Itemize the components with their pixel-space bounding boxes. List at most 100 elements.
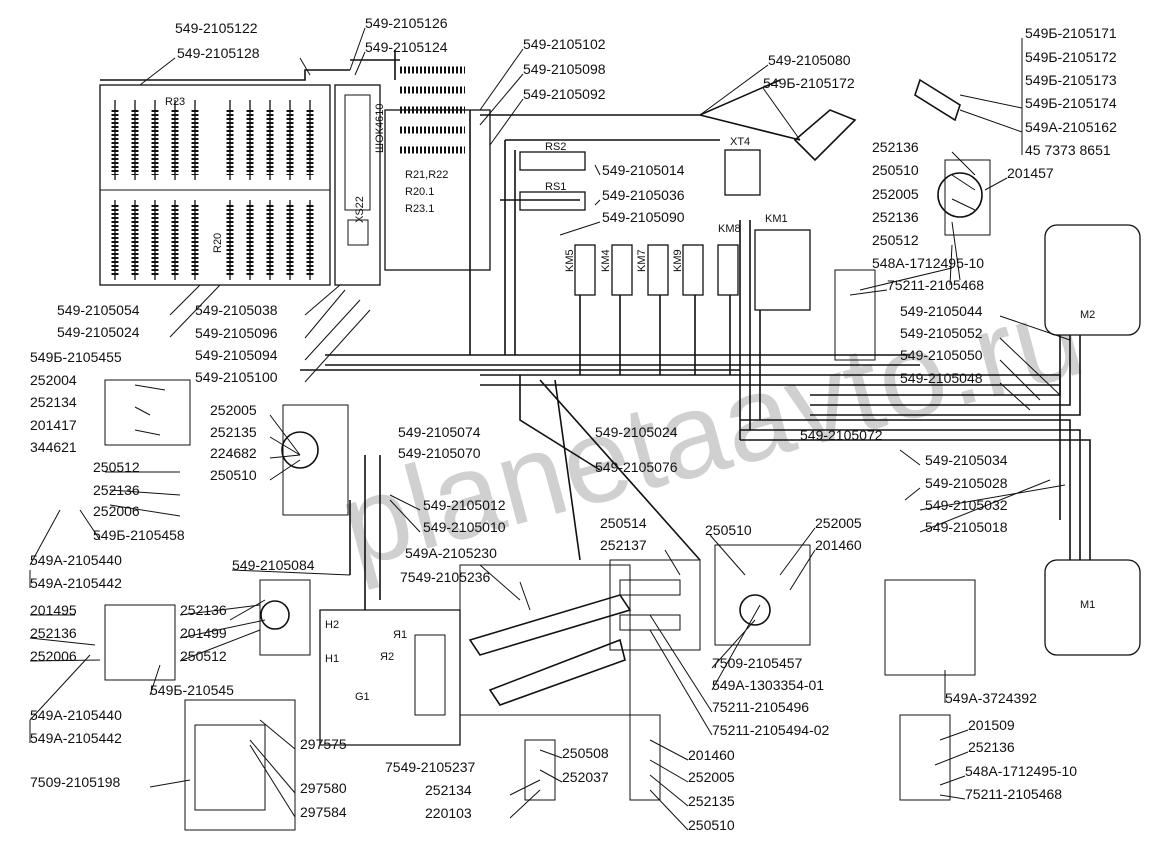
label-km5: KM5	[564, 249, 576, 272]
hardware-icons	[194, 78, 983, 811]
label-g1: G1	[355, 691, 370, 703]
callout: 549А-2105162	[1025, 119, 1117, 135]
callout: 549-2105084	[232, 557, 315, 573]
motor-m2	[1044, 224, 1141, 336]
callout: 549-2105076	[595, 459, 678, 475]
callout: 549-2105126	[365, 15, 448, 31]
callout: 250508	[562, 745, 609, 761]
label-rs1: RS1	[545, 181, 566, 193]
callout: 548А-1712495-10	[872, 255, 984, 271]
shok-block	[334, 84, 381, 286]
callout: 252134	[30, 394, 77, 410]
label-km1: KM1	[765, 213, 788, 225]
callout: 250512	[93, 459, 140, 475]
label-xt4: XT4	[730, 136, 750, 148]
callout: 549-2105094	[195, 347, 278, 363]
callout: 75211-2105468	[887, 277, 984, 293]
callout: 549-2105080	[768, 52, 851, 68]
callout: 549-2105044	[900, 303, 983, 319]
callout: 201417	[30, 417, 77, 433]
callout: 252006	[30, 648, 77, 664]
callout: 549Б-2105172	[763, 75, 855, 91]
callout: 250510	[210, 467, 257, 483]
callout: 549-2105074	[398, 424, 481, 440]
callout: 549Б-2105172	[1025, 49, 1117, 65]
callout: 75211-2105494-02	[712, 722, 830, 738]
callout: 549-2105038	[195, 302, 278, 318]
callout: 549А-2105442	[30, 730, 122, 746]
detail-box-14	[944, 159, 991, 236]
callout: 549-2105032	[925, 497, 1008, 513]
callout: 252005	[872, 186, 919, 202]
callout: 549Б-2105173	[1025, 72, 1117, 88]
callout: 252136	[968, 739, 1015, 755]
contactors	[574, 229, 811, 311]
callout: 549-2105128	[177, 45, 260, 61]
callout: 252135	[688, 793, 735, 809]
callout: 250512	[180, 648, 227, 664]
detail-box-10	[714, 544, 811, 646]
fuse-rs1	[519, 191, 586, 211]
callout: 252004	[30, 372, 77, 388]
callout: 549-2105028	[925, 475, 1008, 491]
callout: 549-2105124	[365, 39, 448, 55]
detail-box-7	[524, 739, 556, 801]
callout: 250510	[688, 817, 735, 833]
detail-box-9	[609, 559, 701, 651]
label-m2: M2	[1080, 309, 1095, 321]
callout: 252136	[872, 139, 919, 155]
callout: 549-2105090	[602, 209, 685, 225]
callout: 252005	[815, 515, 862, 531]
callout: 7509-2105198	[30, 774, 121, 790]
callout: 549Б-2105171	[1025, 25, 1117, 41]
label-km9: KM9	[672, 249, 684, 272]
label-km7: KM7	[636, 249, 648, 272]
callout: 201509	[968, 717, 1015, 733]
callout: 549-2105096	[195, 325, 278, 341]
callout: 549-2105054	[57, 302, 140, 318]
callout: 252037	[562, 769, 609, 785]
callout: 549-2105024	[57, 324, 140, 340]
callout: 549Б-2105458	[93, 527, 185, 543]
generator-g1	[319, 609, 461, 746]
callout: 252005	[688, 769, 735, 785]
callout: 297580	[300, 780, 347, 796]
callout: 7509-2105457	[712, 655, 803, 671]
callout: 45 7373 8651	[1025, 142, 1111, 158]
label-r21: R21,R22	[405, 169, 448, 181]
callout: 252006	[93, 503, 140, 519]
callout: 549-2105100	[195, 369, 278, 385]
callout: 549-2105010	[423, 519, 506, 535]
label-rs2: RS2	[545, 141, 566, 153]
callout: 549-2105048	[900, 370, 983, 386]
callout: 549А-2105230	[405, 545, 497, 561]
resistor-block	[99, 84, 331, 286]
callout: 549Б-210545	[150, 682, 234, 698]
callout: 75211-2105468	[965, 786, 1062, 802]
callout: 548А-1712495-10	[965, 763, 1077, 779]
callout: 549А-1303354-01	[712, 677, 824, 693]
callout: 252134	[425, 782, 472, 798]
label-h1: H1	[325, 653, 339, 665]
detail-box-6	[459, 564, 631, 716]
label-ya2: Я2	[380, 651, 394, 663]
detail-box-12	[899, 714, 951, 801]
callout: 549-2105014	[602, 162, 685, 178]
callout: 549-2105052	[900, 325, 983, 341]
callout: 201460	[688, 747, 735, 763]
callout: 252136	[872, 209, 919, 225]
callout: 250512	[872, 232, 919, 248]
label-r23: R23	[165, 96, 185, 108]
callout: 220103	[425, 805, 472, 821]
callout-labels: 549-2105122 549-2105128 549-2105126 549-…	[30, 15, 1117, 833]
callout: 549-2105034	[925, 452, 1008, 468]
label-km8: KM8	[718, 223, 741, 235]
detail-box-11	[884, 579, 976, 676]
callout: 250510	[705, 522, 752, 538]
detail-box-3	[259, 579, 311, 656]
callout: 549-2105036	[602, 187, 685, 203]
terminal-xt4	[724, 149, 761, 196]
callout: 549-2105092	[523, 86, 606, 102]
callout: 224682	[210, 445, 257, 461]
